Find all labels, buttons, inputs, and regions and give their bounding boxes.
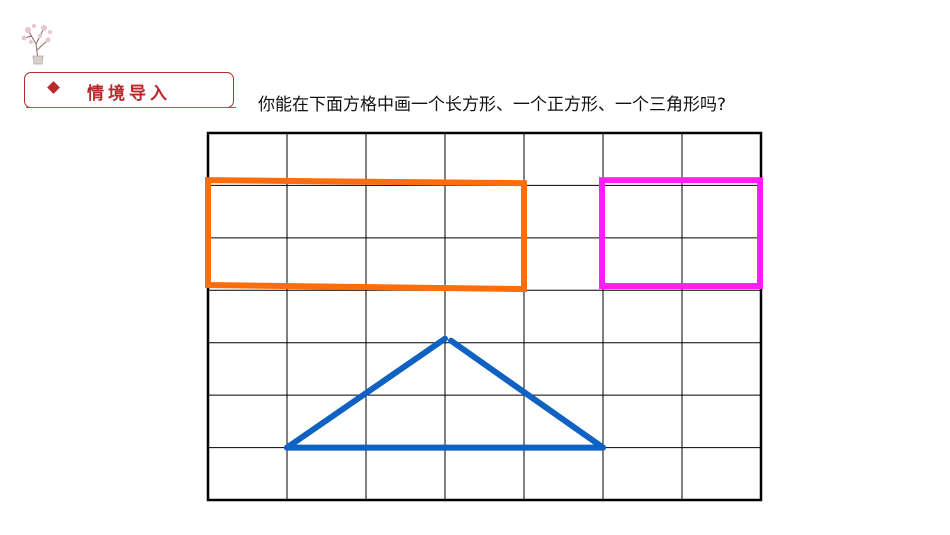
- orange-rectangle: [205, 177, 527, 293]
- section-title: 情境导入: [87, 84, 171, 104]
- triangle-right-side: [448, 337, 606, 451]
- plum-blossom-vase-icon: [21, 24, 52, 65]
- grid-border: [206, 131, 763, 502]
- question-text: 你能在下面方格中画一个长方形、一个正方形、一个三角形吗?: [258, 95, 727, 115]
- magenta-square: [599, 177, 763, 290]
- triangle-left-side: [284, 335, 448, 451]
- section-header: 情境导入: [24, 72, 234, 108]
- header-underline: [26, 107, 236, 108]
